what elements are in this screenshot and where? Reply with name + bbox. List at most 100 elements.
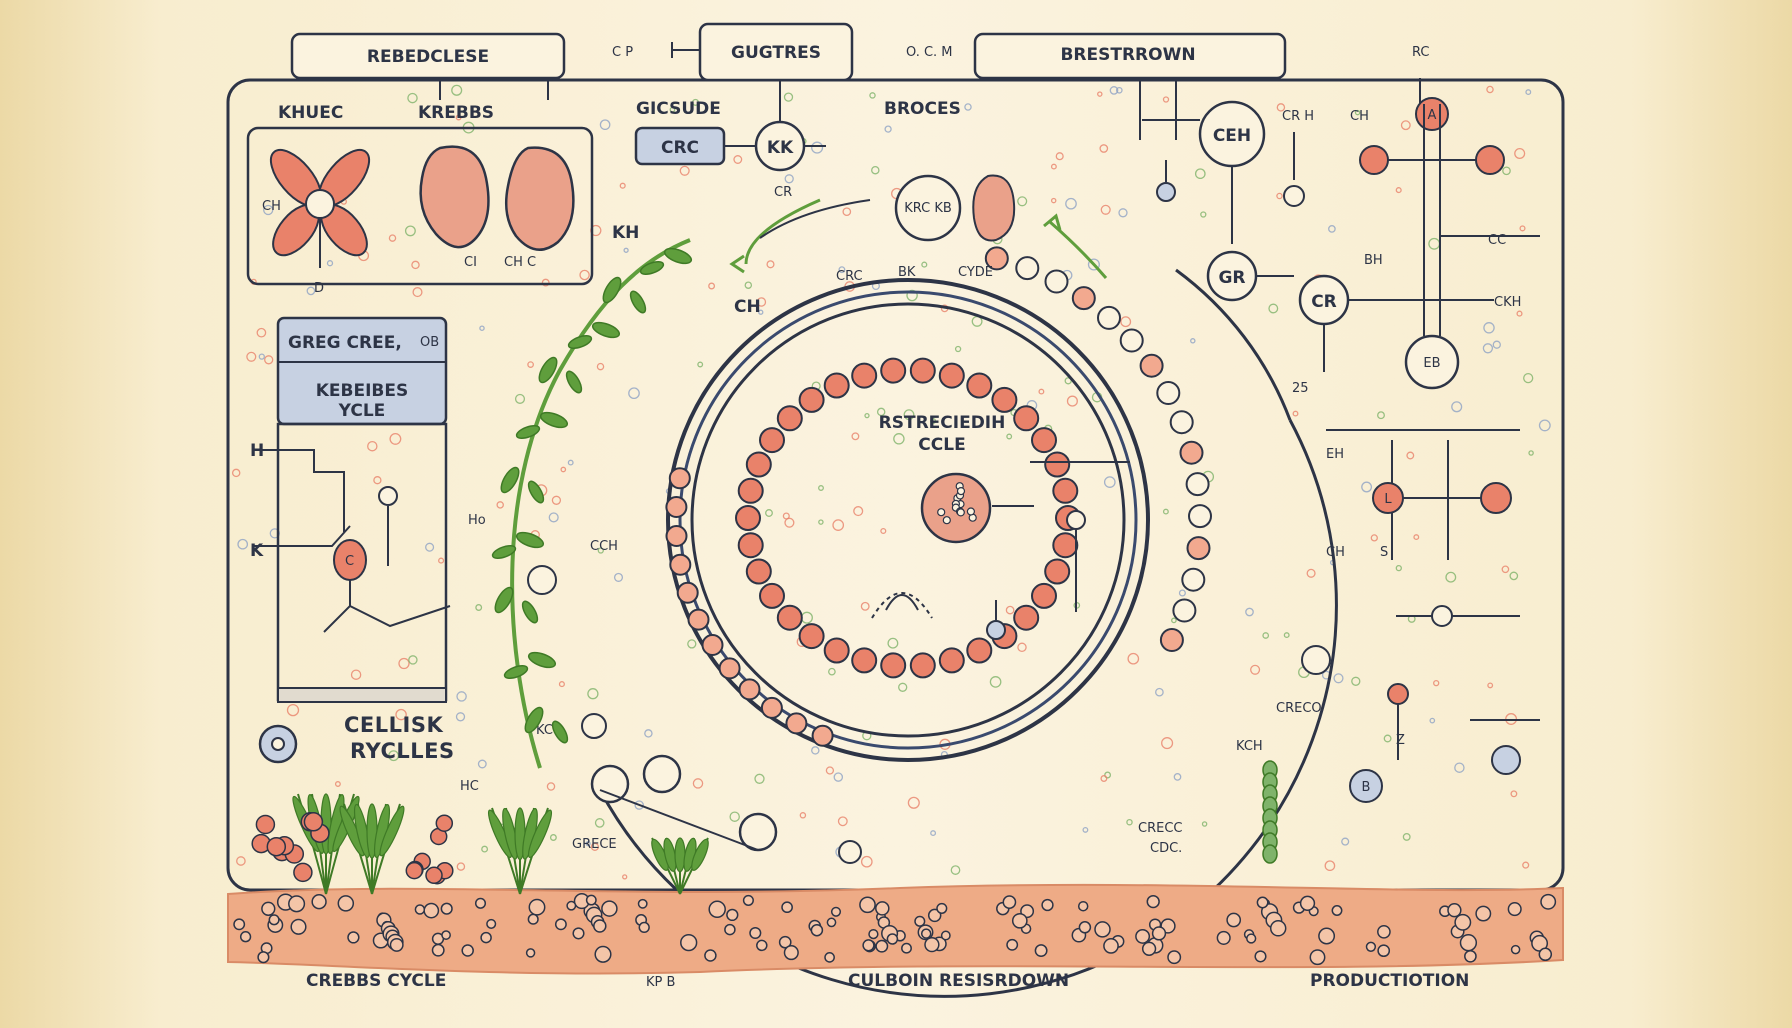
pebble: [1146, 894, 1160, 909]
outer-bead: [1156, 381, 1181, 405]
pebble: [288, 895, 306, 913]
label-gicsude: GICSUDE: [636, 99, 721, 119]
bubble: [388, 750, 400, 762]
pebble: [927, 908, 942, 923]
bubble: [1245, 607, 1254, 617]
bubble: [560, 466, 567, 473]
bubble: [481, 845, 489, 853]
outer-bead: [1181, 567, 1206, 592]
cluster-dot: [966, 507, 976, 516]
bubble: [1017, 642, 1027, 653]
bubble: [818, 485, 824, 491]
pebble: [940, 930, 951, 941]
node-a-label: A: [1428, 108, 1437, 123]
pebble: [1331, 905, 1343, 916]
bubble: [408, 655, 418, 665]
bead: [737, 477, 764, 504]
bubble: [425, 542, 435, 552]
bubble: [1017, 196, 1028, 207]
plant: [339, 803, 405, 895]
pebble: [572, 927, 585, 940]
bubble: [1276, 192, 1283, 200]
bubble: [1201, 821, 1208, 827]
pebble: [1002, 895, 1017, 909]
bubble: [286, 703, 300, 717]
pebble: [1034, 944, 1048, 958]
bubble: [1516, 310, 1523, 317]
bubble: [765, 509, 773, 517]
bubble: [1395, 564, 1402, 572]
leaf: [515, 425, 541, 439]
bubble: [1050, 197, 1057, 204]
bubble: [1492, 340, 1501, 349]
left-bead: [665, 525, 688, 547]
bubble: [438, 557, 445, 564]
pebble: [414, 904, 426, 915]
pebble: [1377, 924, 1391, 939]
bubble: [451, 84, 463, 96]
leaf: [565, 370, 583, 394]
bubble: [782, 512, 790, 520]
bubble: [692, 778, 704, 789]
bubble: [1126, 818, 1133, 826]
bubble: [1395, 187, 1402, 194]
card-corner: OB: [420, 335, 439, 350]
bead: [745, 451, 772, 478]
bubble: [1099, 144, 1109, 153]
bubble: [634, 800, 644, 810]
label-z: Z: [1396, 733, 1405, 748]
bubble: [783, 92, 794, 102]
pebble: [1167, 950, 1182, 965]
leaf: [663, 247, 693, 265]
outer-bead: [984, 246, 1009, 271]
bubble: [585, 840, 591, 847]
cluster-dot: [956, 487, 966, 496]
outer-bead: [1119, 328, 1144, 353]
bubble: [623, 247, 629, 253]
bead: [880, 652, 907, 679]
bubble: [549, 834, 557, 841]
bubble: [1064, 377, 1072, 385]
left-bead: [668, 467, 691, 490]
bubble: [527, 361, 534, 368]
bubble: [1402, 832, 1411, 841]
chain-bead: [1262, 844, 1278, 864]
ring-outer: [666, 278, 1150, 762]
bubble: [263, 204, 274, 216]
bubble: [729, 811, 740, 822]
enzyme-box: [246, 126, 594, 286]
bubble: [1413, 534, 1420, 541]
pebble: [233, 918, 246, 931]
bead: [1031, 582, 1057, 609]
bubble: [1292, 410, 1299, 417]
cluster-dot: [942, 516, 951, 525]
bubble: [1178, 589, 1186, 597]
bubble: [930, 830, 937, 837]
mark-k: K: [250, 541, 264, 561]
plants: [251, 793, 709, 895]
central-cycle: KRC KB BROCES RSTRECIEDIH CCLE CRC BK CY…: [460, 99, 1338, 998]
bubble: [784, 174, 794, 184]
header-box-right-label: BRESTRROWN: [1060, 45, 1195, 65]
pebble: [914, 915, 926, 927]
bubble: [596, 362, 605, 371]
bead: [1052, 532, 1079, 559]
bubble: [679, 165, 690, 176]
pebble: [1135, 928, 1151, 944]
bead: [798, 386, 825, 413]
plant: [487, 807, 553, 895]
bubble: [1262, 632, 1270, 639]
bead: [1044, 451, 1071, 478]
leaf: [500, 466, 520, 494]
bubble: [1370, 534, 1378, 542]
bubble: [1445, 571, 1457, 583]
seed: [255, 814, 276, 835]
plant-leaf: [379, 805, 405, 857]
label-eh: EH: [1326, 447, 1344, 462]
bubble: [1162, 96, 1170, 103]
bubble: [1109, 86, 1119, 95]
bubble: [1066, 395, 1078, 407]
pebble: [1464, 949, 1477, 963]
vine-leaves: [491, 247, 693, 744]
plant-leaf: [691, 838, 709, 871]
